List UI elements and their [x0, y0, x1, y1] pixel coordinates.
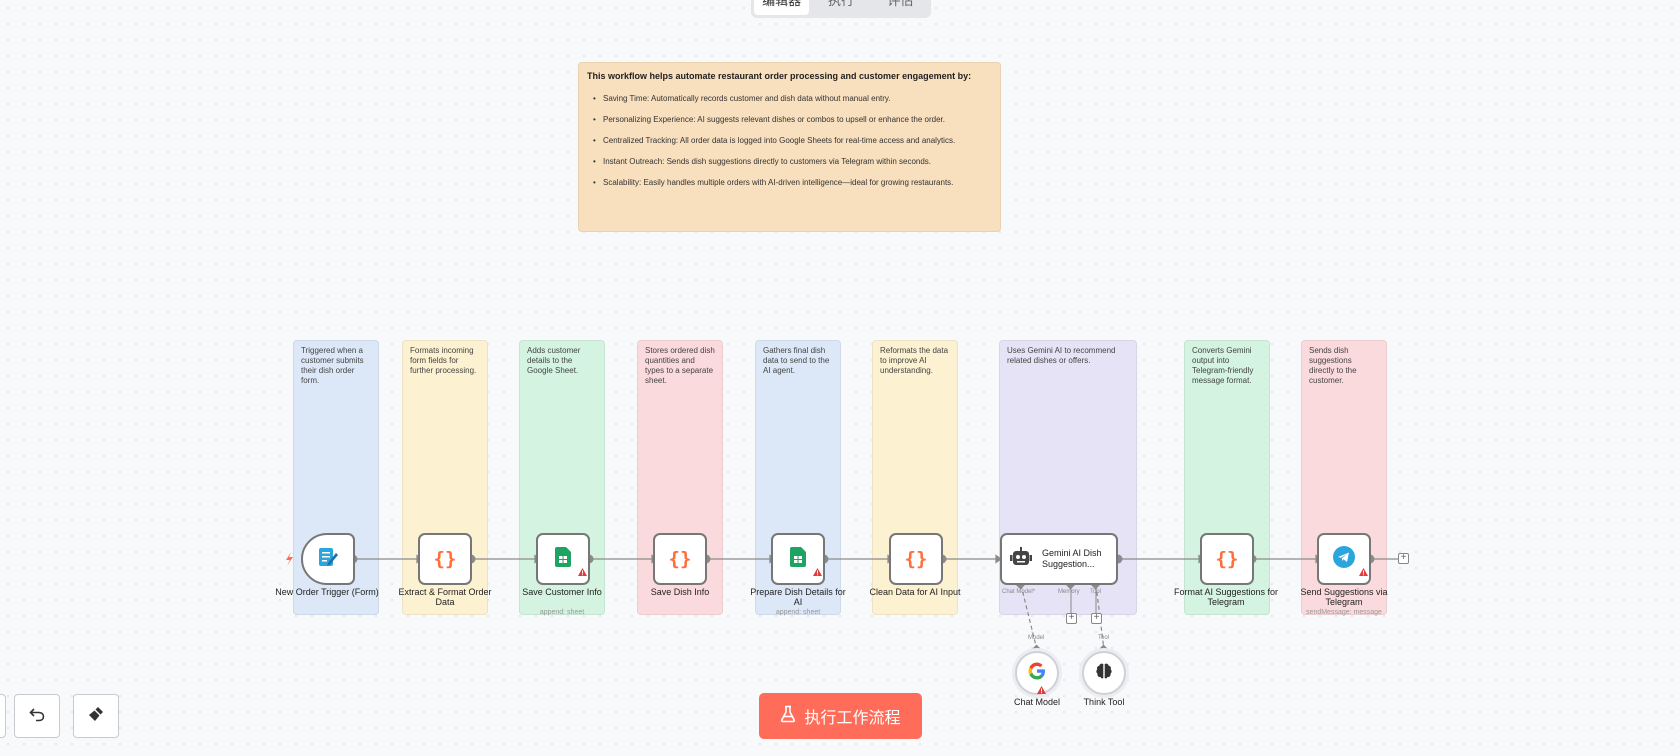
overview-bullet: Personalizing Experience: AI suggests re… [593, 115, 992, 136]
node-subtitle: sendMessage: message [1306, 609, 1382, 616]
node-send-suggestions-telegram[interactable] [1317, 533, 1371, 585]
add-tool-button[interactable]: + [1091, 613, 1102, 624]
node-label: New Order Trigger (Form) [275, 587, 379, 597]
view-tabs: 编辑器 执行 评估 [751, 0, 931, 18]
code-icon: {} [668, 548, 692, 570]
node-label: Prepare Dish Details for AI [750, 587, 846, 607]
execute-workflow-label: 执行工作流程 [804, 710, 901, 727]
overview-bullets: Saving Time: Automatically records custo… [587, 94, 992, 199]
node-prepare-dish-details[interactable] [771, 533, 825, 585]
overview-bullet: Scalability: Easily handles multiple ord… [593, 178, 992, 199]
code-icon: {} [1215, 548, 1239, 570]
broom-icon [87, 705, 105, 728]
node-label: Save Dish Info [650, 587, 710, 597]
node-label: Clean Data for AI Input [869, 587, 961, 597]
code-icon: {} [433, 548, 457, 570]
port-label-model: Model [1028, 635, 1045, 641]
step-note-text: Formats incoming form fields for further… [410, 346, 477, 375]
trigger-bolt-icon [286, 552, 293, 566]
execute-workflow-button[interactable]: 执行工作流程 [759, 693, 922, 739]
google-sheets-icon [790, 546, 806, 572]
step-note-text: Converts Gemini output into Telegram-fri… [1192, 346, 1254, 385]
google-sheets-icon [555, 546, 571, 572]
step-note[interactable]: Formats incoming form fields for further… [402, 340, 488, 615]
node-subtitle: append: sheet [539, 609, 585, 616]
node-label: Format AI Suggestions for Telegram [1173, 587, 1279, 607]
node-subtitle: append: sheet [775, 609, 821, 616]
code-icon: {} [904, 548, 928, 570]
step-note-text: Sends dish suggestions directly to the c… [1309, 346, 1357, 385]
step-note-text: Uses Gemini AI to recommend related dish… [1007, 346, 1116, 365]
sub-node-label: Chat Model [1013, 697, 1061, 707]
flask-icon [780, 705, 796, 728]
tab-executions[interactable]: 执行 [827, 0, 854, 8]
warning-icon [578, 563, 587, 581]
overview-bullet: Centralized Tracking: All order data is … [593, 136, 992, 157]
port-label-tool: Tool [1098, 635, 1110, 641]
brain-icon [1095, 662, 1113, 685]
step-note-text: Adds customer details to the Google Shee… [527, 346, 581, 375]
node-extract-format-order-data[interactable]: {} [418, 533, 472, 585]
overview-bullet: Instant Outreach: Sends dish suggestions… [593, 157, 992, 178]
zoom-control-button[interactable] [0, 694, 6, 738]
step-note-text: Reformats the data to improve AI underst… [880, 346, 949, 375]
add-node-button[interactable]: + [1398, 553, 1409, 564]
tab-editor[interactable]: 编辑器 [754, 0, 810, 15]
node-label: Save Customer Info [522, 587, 602, 597]
sub-node-label: Think Tool [1083, 697, 1125, 707]
telegram-icon [1333, 545, 1355, 573]
form-icon [316, 545, 340, 574]
connector-label-memory: Memory [1058, 589, 1080, 595]
node-clean-data-for-ai[interactable]: {} [889, 533, 943, 585]
step-note-text: Stores ordered dish quantities and types… [645, 346, 715, 385]
node-gemini-ai-agent[interactable]: Gemini AI Dish Suggestion... [1000, 533, 1118, 585]
node-label: Send Suggestions via Telegram [1300, 587, 1388, 607]
node-save-customer-info[interactable] [536, 533, 590, 585]
step-note-text: Gathers final dish data to send to the A… [763, 346, 830, 375]
warning-icon [1037, 681, 1046, 699]
node-think-tool[interactable] [1082, 651, 1126, 695]
clear-execution-button[interactable] [73, 694, 119, 738]
overview-bullet: Saving Time: Automatically records custo… [593, 94, 992, 115]
warning-icon [1359, 563, 1368, 581]
undo-icon [28, 705, 46, 728]
node-chat-model[interactable] [1015, 651, 1059, 695]
node-new-order-trigger[interactable] [301, 533, 355, 585]
step-note-text: Triggered when a customer submits their … [301, 346, 364, 385]
google-icon [1028, 662, 1046, 685]
tab-evaluations[interactable]: 评估 [887, 0, 914, 8]
robot-icon [1010, 546, 1032, 572]
node-format-ai-suggestions[interactable]: {} [1200, 533, 1254, 585]
connector-label-chat-model: Chat Model* [1002, 589, 1036, 595]
overview-heading: This workflow helps automate restaurant … [587, 71, 972, 81]
node-label: Extract & Format Order Data [398, 587, 492, 607]
connector-label-tool: Tool [1090, 589, 1102, 595]
node-label: Gemini AI Dish Suggestion... [1042, 548, 1102, 569]
add-memory-button[interactable]: + [1066, 613, 1077, 624]
node-save-dish-info[interactable]: {} [653, 533, 707, 585]
overview-sticky-note[interactable]: This workflow helps automate restaurant … [578, 62, 1001, 232]
undo-button[interactable] [14, 694, 60, 738]
warning-icon [813, 563, 822, 581]
